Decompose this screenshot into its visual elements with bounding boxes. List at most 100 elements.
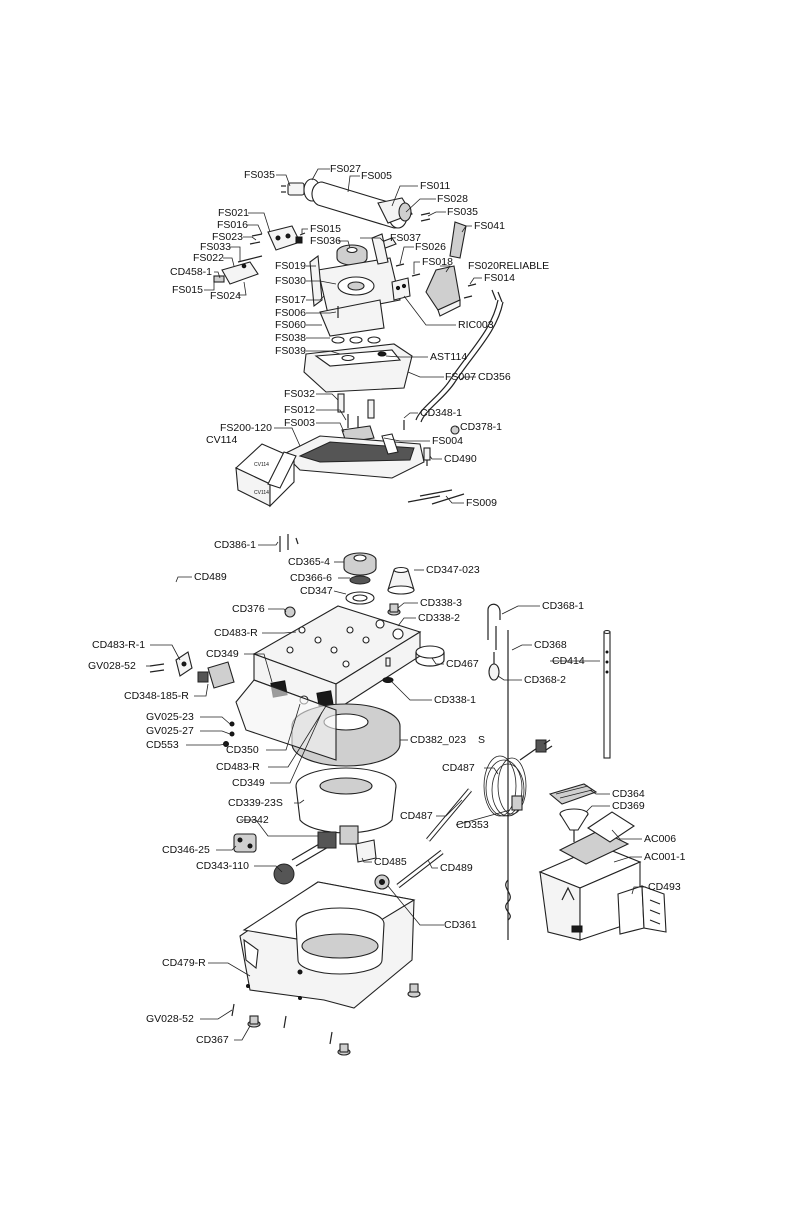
front-panel-part — [223, 679, 337, 761]
label-fs041: FS041 — [474, 220, 505, 232]
cd364-brush-part — [548, 783, 598, 805]
cd479-r-base-part — [239, 881, 416, 1009]
cd489-tube-inner — [170, 540, 188, 644]
fs200-soleplate-part — [283, 433, 425, 479]
cd369-funnel-part — [559, 808, 589, 842]
label-ric003: RIC003 — [458, 319, 494, 331]
fs020-shroud-part — [425, 265, 461, 317]
fs018-screw-part — [411, 273, 421, 277]
label-cd349-a: CD349 — [206, 648, 239, 660]
label-fs006: FS006 — [275, 307, 306, 319]
cv114-box-part — [235, 443, 297, 508]
label-cd368-1: CD368-1 — [542, 600, 585, 612]
label-fs023: FS023 — [212, 231, 243, 243]
cd338-3-fitting-part — [387, 603, 401, 616]
label-fs038: FS038 — [275, 332, 306, 344]
label-fs060: FS060 — [275, 319, 306, 331]
cd386-1-parts — [279, 534, 299, 552]
label-fs026: FS026 — [415, 241, 446, 253]
label-cd348-1: CD348-1 — [420, 407, 463, 419]
label-cd343: CD343-110 — [196, 860, 249, 872]
label-cd366-6: CD366-6 — [290, 572, 333, 584]
cd485-bracket-part — [355, 839, 377, 863]
label-cd369: CD369 — [612, 800, 645, 812]
label-fs037: FS037 — [390, 232, 421, 244]
fs014-screw-part-2 — [463, 295, 473, 299]
cd483-r-top-plate-part — [252, 605, 422, 712]
label-cd483-r: CD483-R — [214, 627, 258, 639]
label-fs018: FS018 — [422, 256, 453, 268]
cd493-manual-part — [617, 885, 667, 935]
cd467-clamp-part — [415, 645, 445, 667]
cd414-tube-part — [603, 629, 611, 759]
label-cd347-023: CD347-023 — [426, 564, 480, 576]
label-fs007: FS007 — [445, 371, 476, 383]
label-gv025-23: GV025-23 — [146, 711, 194, 723]
cd378-1-nut-part — [450, 425, 460, 435]
label-cd487-a: CD487 — [442, 762, 475, 774]
label-cd339: CD339-23S — [228, 797, 283, 809]
label-cd386-1: CD386-1 — [214, 539, 257, 551]
label-cd479-r: CD479-R — [162, 957, 206, 969]
label-fs009: FS009 — [466, 497, 497, 509]
leader-lines — [146, 168, 646, 1041]
cd490-neon-part — [423, 447, 431, 466]
label-cd367: CD367 — [196, 1034, 229, 1046]
label-fs016: FS016 — [217, 219, 248, 231]
label-cd553: CD553 — [146, 739, 179, 751]
fs038-washers-part — [331, 336, 381, 344]
fs021-bracket-part — [249, 225, 303, 251]
label-fs036: FS036 — [310, 235, 341, 247]
label-cd346: CD346-25 — [162, 844, 210, 856]
fs036-knob-part — [336, 244, 368, 266]
label-fs015-a: FS015 — [172, 284, 203, 296]
label-cd364: CD364 — [612, 788, 645, 800]
cd365-4-cap-part — [343, 552, 377, 576]
label-cd338-1: CD338-1 — [434, 694, 477, 706]
label-cd349-b: CD349 — [232, 777, 265, 789]
fs015-screw-part — [299, 232, 306, 236]
label-cd489-a: CD489 — [194, 571, 227, 583]
label-cd350: CD350 — [226, 744, 259, 756]
label-ac001: AC001-1 — [644, 851, 686, 863]
cd366-6-gasket-part — [349, 575, 371, 585]
label-ac006: AC006 — [644, 833, 677, 845]
label-cd347: CD347 — [300, 585, 333, 597]
label-cd483-r-b: CD483-R — [216, 761, 260, 773]
label-cd490: CD490 — [444, 453, 477, 465]
label-fs039: FS039 — [275, 345, 306, 357]
label-cd338-3: CD338-3 — [420, 597, 463, 609]
cd346-25-pressure-switch-part — [233, 833, 257, 853]
generator-assembly — [149, 534, 667, 1056]
cd489-tube-right-part — [396, 850, 444, 888]
cd489-tube-part — [171, 540, 187, 644]
iron-assembly: CV114 CV114 — [213, 178, 504, 508]
cd347-023-funnel-part — [387, 566, 415, 595]
label-cd493: CD493 — [648, 881, 681, 893]
fs026-screw-part — [395, 263, 405, 267]
ric003-terminal-part — [391, 277, 411, 301]
label-cd338-2: CD338-2 — [418, 612, 461, 624]
label-fs033: FS033 — [200, 241, 231, 253]
label-cd489-b: CD489 — [440, 862, 473, 874]
cd347-ring-part — [345, 591, 375, 605]
cd342-element-part — [273, 825, 359, 885]
label-fs011: FS011 — [420, 180, 451, 192]
label-gv025-27: GV025-27 — [146, 725, 194, 737]
label-fs200: FS200-120 — [220, 422, 272, 434]
label-cd376: CD376 — [232, 603, 265, 615]
cd483-r-1-plate-part — [149, 651, 193, 677]
label-fs021: FS021 — [218, 207, 249, 219]
cd487-coiled-cord-part — [483, 739, 553, 921]
label-fs035-b: FS035 — [447, 206, 478, 218]
fs035-screws-part — [420, 212, 431, 222]
cd368-probe-part — [487, 603, 501, 681]
label-fs005: FS005 — [361, 170, 392, 182]
label-cd348-185-r: CD348-185-R — [124, 690, 189, 702]
fs041-cord-guard-part — [449, 221, 467, 259]
label-fs024: FS024 — [210, 290, 241, 302]
cd338-1-fitting-part — [382, 677, 394, 683]
label-cd365-4: CD365-4 — [288, 556, 331, 568]
label-fs012: FS012 — [284, 404, 315, 416]
